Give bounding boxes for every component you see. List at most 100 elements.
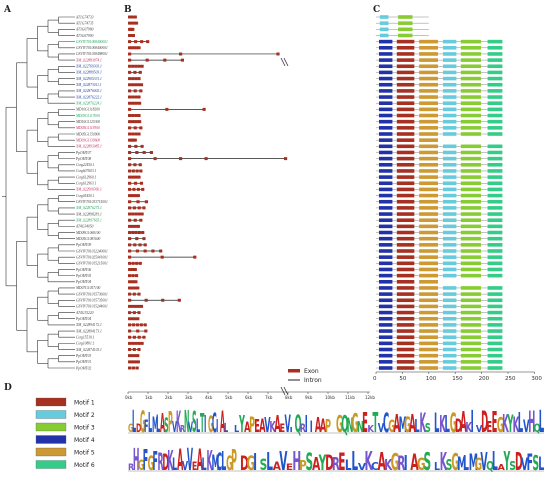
motif-block (460, 193, 481, 198)
exon-block (139, 126, 143, 130)
exon-block (133, 120, 137, 124)
exon-block (136, 187, 140, 191)
exon-block (131, 132, 135, 136)
exon-block (128, 231, 132, 235)
motif-block (378, 347, 393, 352)
gene-label: PpOMT03 (75, 354, 91, 358)
motif-block (396, 144, 415, 149)
motif-block (378, 236, 393, 241)
gene-label: XM_022874103.1 (75, 348, 102, 352)
logo-motif-2: V (264, 412, 271, 437)
gene-axis-tick-label: 11kb (345, 395, 355, 400)
logo-motif-2: K (269, 418, 276, 436)
logo-motif-5: L (202, 456, 207, 475)
exon-block (140, 64, 144, 68)
logo-motif-6: D (240, 451, 249, 475)
exon-block (137, 132, 141, 136)
motif-block (378, 39, 393, 44)
motif-block (396, 224, 415, 229)
logo-motif-2: I (305, 412, 308, 439)
exon-block (128, 249, 132, 253)
exon-block (134, 77, 138, 81)
motif-block (378, 286, 393, 290)
phylogenetic-tree (2, 16, 75, 369)
exon-block (134, 114, 138, 118)
exon-block (143, 323, 147, 327)
motif-block (396, 298, 415, 303)
exon-block (140, 40, 144, 44)
exon-block (131, 77, 135, 81)
exon-block (136, 329, 140, 333)
exon-block (128, 261, 132, 265)
motif-block (419, 126, 438, 130)
exon-block (131, 366, 135, 370)
motif-block (487, 156, 503, 161)
exon-legend-label: Exon (304, 368, 319, 375)
gene-label: MD10G1118200 (75, 108, 100, 112)
logo-motif-2: A (259, 415, 266, 437)
motif-block (396, 279, 415, 284)
motif-block (378, 144, 393, 149)
gene-label: MD05G1083600 (75, 237, 101, 241)
motif-block (460, 267, 481, 272)
gene-label: Csrg15510.1 (76, 336, 95, 340)
logo-motif-1: N (184, 406, 189, 441)
exon-block (135, 249, 139, 253)
motif-block (442, 304, 457, 309)
motif-block (460, 76, 481, 81)
motif-block (487, 95, 503, 99)
motif-block (460, 52, 481, 56)
motif-block (419, 206, 438, 210)
motif-block (442, 212, 457, 216)
motif-block (396, 169, 415, 173)
gene-label: Csrg05450.1 (76, 194, 95, 198)
logo-motif-3: K (420, 408, 427, 439)
motif-block (396, 132, 415, 136)
motif-block (487, 126, 503, 130)
gene-label: XM_022769303.1 (75, 65, 102, 69)
motif-block (442, 341, 457, 346)
exon-block (134, 21, 139, 25)
motif-block (442, 218, 457, 223)
motif-block (487, 132, 503, 136)
logo-motif-5: E (192, 461, 197, 474)
logo-motif-6: I (253, 449, 257, 476)
gene-label: PpOMT04 (75, 317, 91, 321)
motif-block (378, 119, 393, 124)
logo-motif-6: I (404, 451, 408, 475)
exon-block (159, 249, 163, 253)
exon-block (128, 354, 132, 358)
motif-block (378, 360, 393, 364)
exon-block (137, 114, 141, 118)
motif-block (460, 218, 481, 223)
exon-block (135, 261, 139, 265)
logo-motif-3: K (367, 423, 374, 435)
logo-motif-4: Q (534, 423, 541, 435)
motif-block (487, 150, 503, 155)
motif-legend-swatch (35, 460, 67, 469)
exon-block (142, 237, 146, 241)
motif-block (396, 286, 415, 290)
motif-block (396, 64, 415, 69)
exon-block (276, 52, 280, 56)
motif-block (487, 267, 503, 272)
exon-block (128, 218, 132, 222)
motif-block (460, 224, 481, 229)
gene-axis-tick-label: 9kb (305, 395, 313, 400)
exon-block (144, 200, 149, 204)
motif-legend-swatch (35, 397, 67, 407)
logo-motif-1: L (196, 416, 200, 437)
motif-block (487, 347, 503, 352)
motif-block (487, 323, 503, 327)
exon-block (133, 354, 137, 358)
exon-block (136, 317, 140, 321)
motif-block (396, 304, 415, 309)
exon-block (128, 89, 132, 93)
exon-block (137, 341, 141, 345)
motif-block (460, 341, 481, 346)
motif-block (396, 113, 415, 118)
gene-label: MD03G1139600 (75, 138, 100, 142)
motif-block (487, 199, 503, 204)
motif-block (460, 298, 481, 303)
logo-motif-1: G (140, 406, 145, 441)
